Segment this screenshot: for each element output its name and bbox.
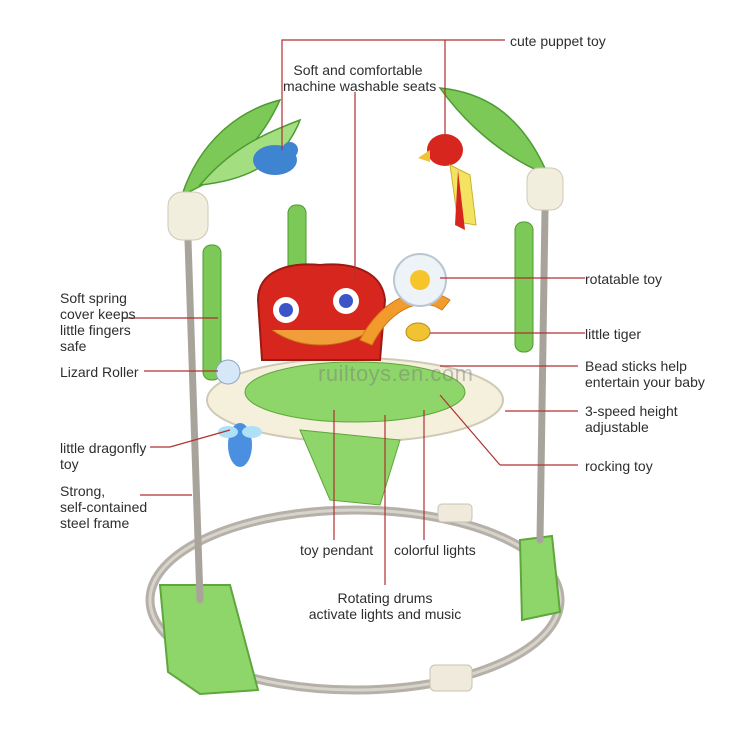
- label-tiger: little tiger: [585, 326, 642, 342]
- label-seats: Soft and comfortable machine washable se…: [283, 62, 437, 94]
- label-height: 3-speed height adjustable: [585, 403, 678, 435]
- label-lights: colorful lights: [394, 542, 476, 558]
- rainbow-arch: [359, 291, 451, 346]
- label-rotatable: rotatable toy: [585, 271, 663, 287]
- label-seats-line1: Soft and comfortable: [293, 62, 423, 78]
- base-foot-left: [158, 584, 260, 696]
- watermark: ruiltoys.en.com: [318, 361, 474, 386]
- tiger-toy: [405, 322, 431, 342]
- label-bead-line1: Bead sticks help: [585, 358, 687, 374]
- frame-caps: [167, 167, 564, 241]
- base-foot-right: [518, 534, 562, 622]
- label-spring-line1: Soft spring: [60, 290, 127, 306]
- label-drums-line2: activate lights and music: [308, 606, 462, 622]
- lizard-roller: [215, 359, 241, 385]
- label-height-line1: 3-speed height: [585, 403, 678, 419]
- label-drums: Rotating drums activate lights and music: [290, 590, 480, 622]
- leader-lines: [122, 39, 585, 585]
- label-pendant: toy pendant: [300, 542, 374, 558]
- base-ring: [145, 503, 565, 695]
- label-spring-line2: cover keeps: [60, 306, 136, 322]
- activity-tray: [206, 357, 504, 506]
- label-frame-line1: Strong,: [60, 483, 106, 499]
- label-spring: Soft spring cover keeps little fingers s…: [60, 290, 135, 354]
- label-seats-line2: machine washable seats: [283, 78, 437, 94]
- label-frame-line2: self-contained: [60, 499, 148, 515]
- label-bead: Bead sticks help entertain your baby: [585, 358, 705, 390]
- label-spring-line4: safe: [60, 338, 87, 354]
- label-dragonfly-line1: little dragonfly: [60, 440, 147, 456]
- label-bead-line2: entertain your baby: [585, 374, 705, 390]
- label-spring-line3: little fingers: [60, 322, 131, 338]
- label-height-line2: adjustable: [585, 419, 649, 435]
- leaf-canopy: [180, 87, 550, 197]
- dragonfly-toy: [218, 423, 262, 467]
- label-lizard: Lizard Roller: [60, 364, 139, 380]
- puppet-toy: [253, 142, 298, 175]
- label-drums-line1: Rotating drums: [337, 590, 433, 606]
- label-rocking: rocking toy: [585, 458, 653, 474]
- label-puppet: cute puppet toy: [510, 33, 606, 49]
- label-dragonfly-line2: toy: [60, 456, 79, 472]
- label-frame-line3: steel frame: [60, 515, 130, 531]
- seat: [256, 263, 387, 361]
- label-frame: Strong, self-contained steel frame: [60, 483, 147, 531]
- parrot-toy: [418, 134, 477, 230]
- label-dragonfly: little dragonfly toy: [60, 440, 146, 472]
